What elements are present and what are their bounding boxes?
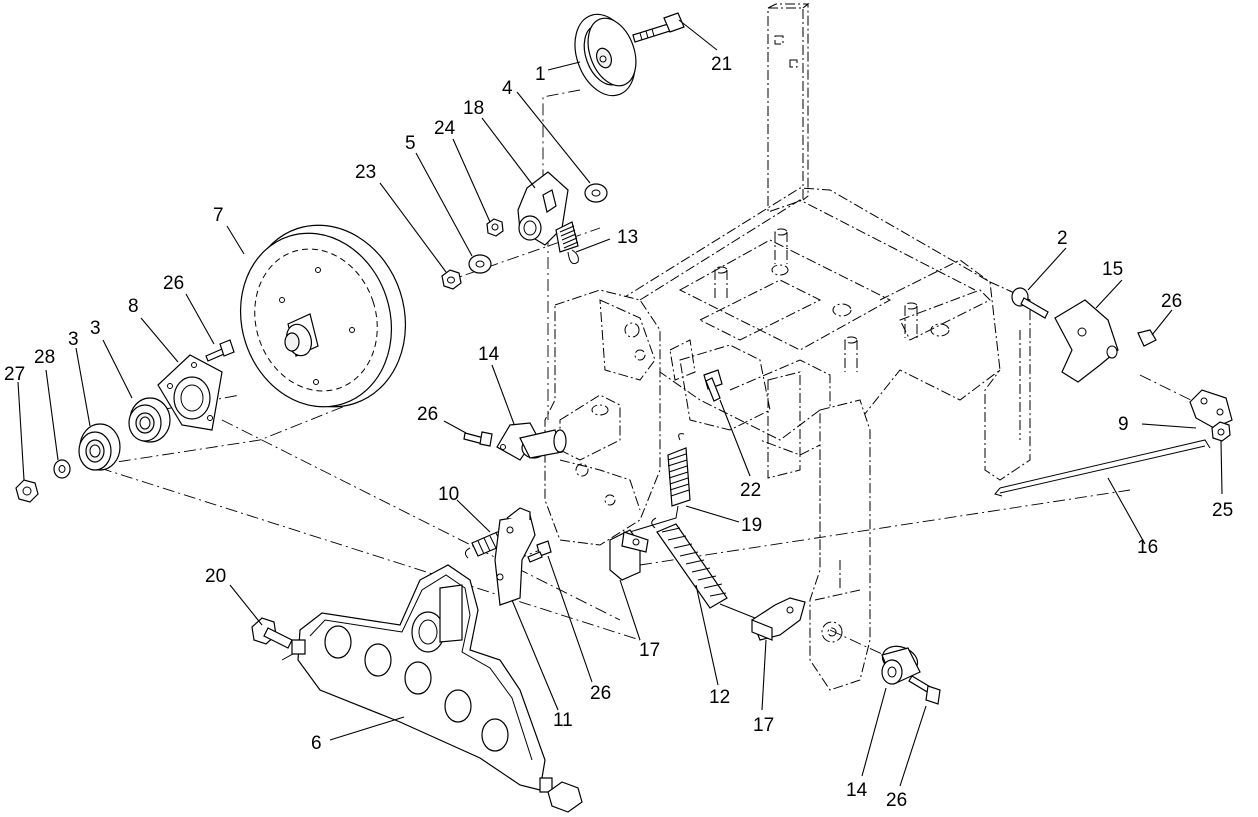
bolt-22 — [703, 369, 723, 402]
bracket-11 — [494, 507, 536, 606]
pivot-bushing-lower — [881, 645, 921, 685]
bracket-15 — [1054, 299, 1119, 383]
washer-28 — [53, 459, 71, 479]
callout-26a: 26 — [163, 273, 184, 294]
callout-26d: 26 — [590, 683, 611, 704]
callout-26b: 26 — [417, 404, 438, 425]
callout-27: 27 — [4, 364, 25, 385]
callout-25: 25 — [1212, 500, 1233, 521]
leader-lines — [17, 19, 1223, 787]
cap-20 — [251, 617, 293, 649]
callout-20: 20 — [205, 566, 226, 587]
callout-19: 19 — [741, 515, 762, 536]
washer-4 — [584, 183, 608, 203]
clevis-9 — [1189, 389, 1233, 429]
callout-22: 22 — [740, 480, 761, 501]
washer-5 — [468, 254, 492, 274]
callout-28: 28 — [34, 347, 55, 368]
bolt-26-bracket11 — [527, 540, 552, 563]
callout-21: 21 — [711, 54, 732, 75]
callout-12: 12 — [709, 687, 730, 708]
pivot-bushing-upper — [496, 422, 567, 461]
callout-labels: 1 21 4 18 24 5 23 13 7 26 8 3 3 28 27 14… — [4, 54, 1233, 811]
callout-14a: 14 — [478, 344, 500, 365]
callout-24: 24 — [434, 118, 456, 139]
bolt-26-pivot — [463, 431, 493, 447]
callout-5: 5 — [405, 133, 416, 154]
idler-pulley — [574, 13, 637, 97]
callout-9: 9 — [1118, 414, 1129, 435]
idler-arm-plate — [291, 564, 553, 793]
callout-8: 8 — [128, 296, 139, 317]
bolt-26-flange — [205, 339, 235, 362]
nut-26-right — [1137, 329, 1157, 347]
spring-19 — [619, 433, 691, 536]
bolt-21 — [632, 12, 685, 43]
bolt-2 — [1011, 287, 1049, 319]
nut-27 — [15, 479, 39, 503]
callout-6: 6 — [311, 733, 322, 754]
callout-16: 16 — [1137, 537, 1158, 558]
nut-25 — [1211, 421, 1231, 442]
rod-16 — [994, 439, 1211, 497]
callout-17b: 17 — [753, 715, 774, 736]
callout-15: 15 — [1102, 259, 1123, 280]
callout-14b: 14 — [846, 780, 868, 801]
callout-18: 18 — [463, 98, 484, 119]
idler-arm — [517, 171, 569, 246]
bracket-17-left — [609, 529, 649, 581]
callout-17a: 17 — [639, 640, 660, 661]
center-lines — [96, 89, 1216, 661]
bolt-26-lower — [908, 675, 941, 705]
callout-23: 23 — [355, 162, 376, 183]
callout-26e: 26 — [886, 790, 907, 811]
bracket-17-right — [751, 597, 806, 641]
callout-11: 11 — [553, 710, 573, 731]
bearing-3-right — [128, 397, 171, 443]
callout-3b: 3 — [68, 329, 79, 350]
torsion-spring — [555, 221, 579, 265]
nut-24 — [486, 218, 504, 237]
frame-phantom — [544, 2, 1031, 691]
callout-10: 10 — [438, 484, 459, 505]
nut-23 — [441, 269, 462, 290]
callout-2: 2 — [1057, 228, 1068, 249]
callout-3a: 3 — [90, 318, 101, 339]
bearing-flange — [157, 354, 223, 431]
drive-pulley — [239, 224, 407, 408]
callout-7: 7 — [213, 205, 224, 226]
spring-12 — [651, 517, 761, 621]
callout-1: 1 — [535, 64, 546, 85]
bearing-3-left — [78, 423, 121, 471]
callout-13: 13 — [617, 227, 638, 248]
callout-26c: 26 — [1161, 291, 1182, 312]
callout-4: 4 — [502, 78, 513, 99]
cap-bottom — [547, 781, 583, 813]
